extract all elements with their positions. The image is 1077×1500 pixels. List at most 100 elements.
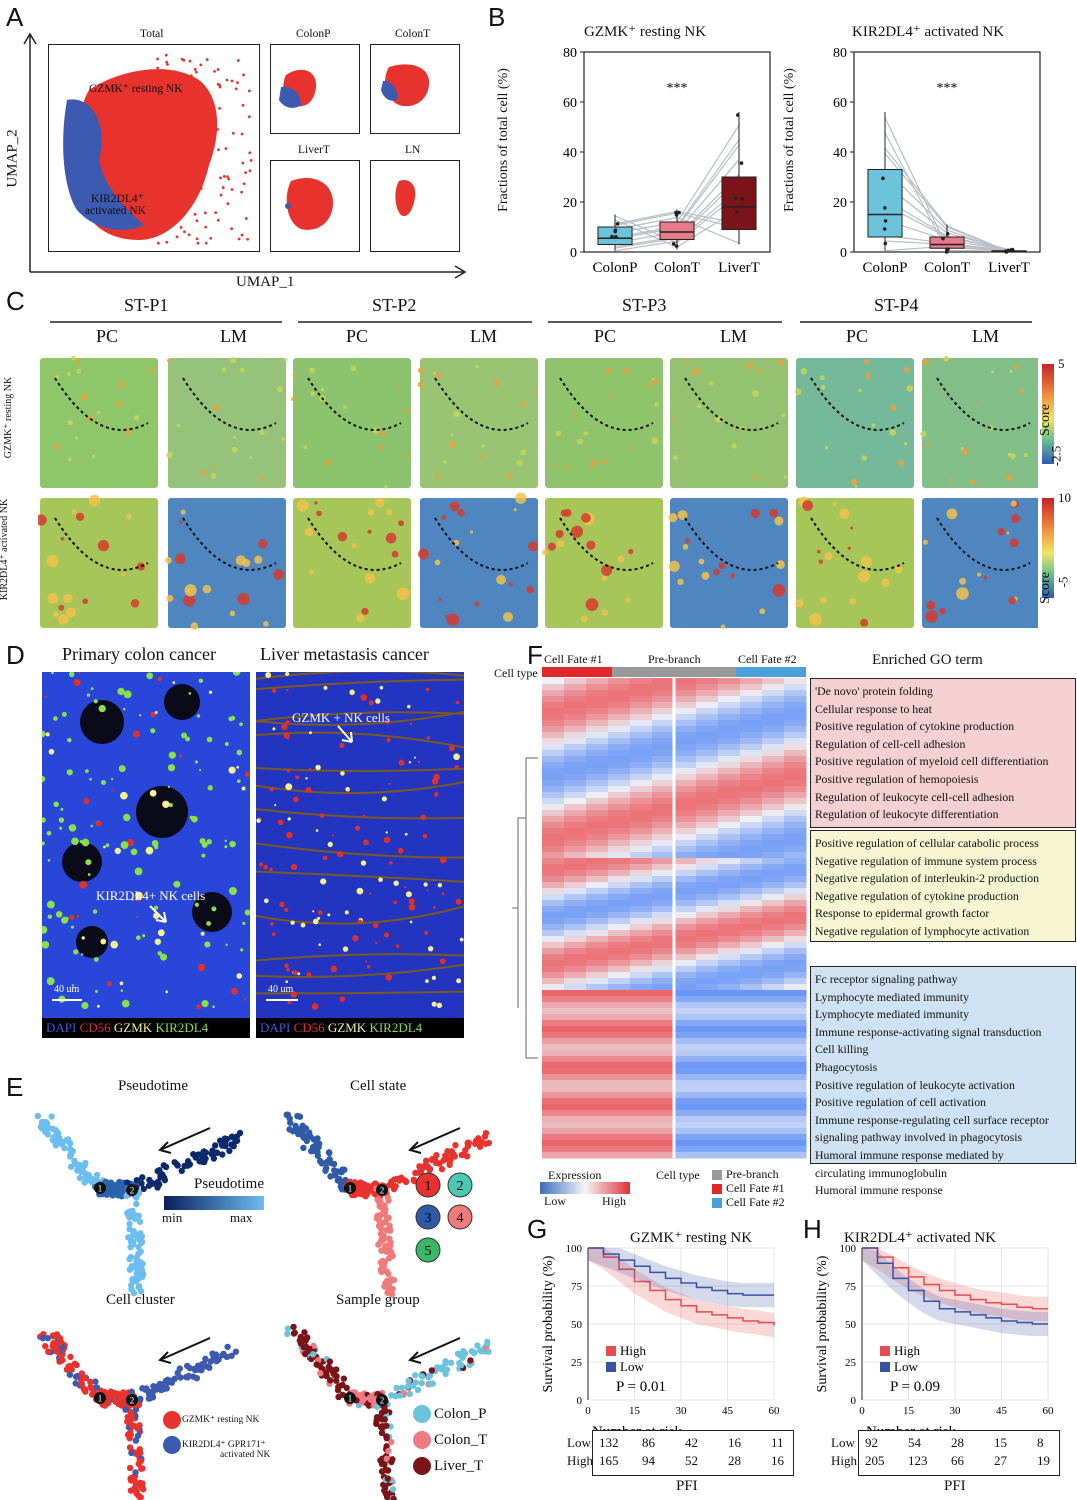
heatmap-cell (784, 822, 807, 829)
score-spot (1009, 538, 1019, 548)
score-spot (858, 388, 862, 393)
heatmap-cell (762, 738, 785, 745)
sample-point (739, 161, 744, 165)
score-spot (977, 572, 981, 577)
heatmap-cell (718, 942, 741, 949)
heatmap-cell (674, 1050, 697, 1057)
heatmap-cell (718, 696, 741, 703)
cell-point (287, 1119, 294, 1126)
tumor-boundary (810, 517, 905, 571)
signal-spot (211, 906, 217, 912)
panel-label-c: C (6, 286, 25, 316)
heatmap-cell (718, 852, 741, 859)
cell-point (376, 1199, 383, 1206)
heatmap-cell (586, 678, 609, 685)
signal-spot (424, 930, 429, 935)
heatmap-cell (740, 870, 763, 877)
heatmap-cell (740, 1134, 763, 1141)
heatmap-cell (696, 942, 719, 949)
cell-point (388, 1458, 395, 1466)
heatmap-cell (564, 1032, 587, 1039)
heatmap-cell (608, 1092, 631, 1099)
umap-colonp-frame (270, 44, 360, 134)
heatmap-cell (740, 1122, 763, 1129)
score-spot (47, 593, 59, 604)
score-spot (682, 544, 689, 550)
score-spot (258, 539, 268, 549)
state-legend-circle (447, 1204, 473, 1230)
cell-point (326, 1156, 333, 1163)
x-tick-label: ColonT (654, 260, 700, 276)
heatmap-cell (762, 1068, 785, 1075)
x-tick-label: LiverT (718, 260, 760, 276)
sample-point (941, 236, 945, 241)
survival-curve-low (588, 1247, 774, 1296)
signal-spot (172, 681, 176, 684)
heatmap-cell (608, 798, 631, 805)
umap-point (189, 150, 193, 154)
heatmap-cell (696, 744, 719, 751)
heatmap-cell (608, 912, 631, 919)
heatmap-cell (762, 774, 785, 781)
signal-spot (383, 836, 391, 844)
heatmap-cell (718, 990, 741, 997)
cell-point (149, 1389, 156, 1396)
heatmap-cell (696, 1116, 719, 1123)
y-tick-label: 0 (840, 246, 847, 261)
cell-point (335, 1393, 342, 1401)
tissue-pc-4: PC (846, 326, 869, 346)
cell-point (393, 1384, 400, 1392)
go-term: Positive regulation of cellular cataboli… (815, 836, 1039, 850)
score-spot (343, 405, 347, 409)
heatmap-cell (542, 1110, 565, 1117)
sample-point (614, 235, 618, 239)
score-spot (983, 575, 988, 580)
score-spot (564, 465, 569, 470)
heatmap-cell (542, 936, 565, 943)
heatmap-cell (542, 1140, 565, 1147)
cell-point (190, 1151, 197, 1158)
cell-point (152, 1384, 159, 1391)
heatmap-cell (608, 756, 631, 763)
heatmap-cell (542, 1086, 565, 1093)
heatmap-cell (784, 858, 807, 865)
heatmap-cell (674, 846, 697, 853)
score-spot (446, 613, 460, 626)
cell-point (467, 1357, 474, 1364)
cell-point (443, 1366, 451, 1373)
cell-point (137, 1457, 145, 1465)
score-spot (800, 367, 808, 375)
heatmap-cell (564, 1092, 587, 1099)
signal-spot (404, 832, 408, 836)
panel-label-d: D (6, 640, 25, 670)
direction-arrow (409, 1127, 461, 1151)
cell-point (385, 1447, 392, 1455)
go-term: signaling pathway involved in phagocytos… (815, 1130, 1023, 1145)
score-spot (750, 508, 760, 519)
score-spot (816, 549, 821, 554)
heatmap-cell (542, 804, 565, 811)
signal-spot (123, 813, 131, 822)
cell-point (114, 1192, 122, 1199)
tumor-boundary (559, 377, 654, 431)
heatmap-cell (542, 906, 565, 913)
signal-spot (453, 753, 460, 761)
umap-point (170, 128, 173, 132)
umap-point (217, 148, 220, 152)
umap-point (216, 82, 220, 86)
heatmap-cell (674, 984, 697, 991)
heatmap-cell (762, 786, 785, 793)
umap-point (155, 221, 159, 224)
heatmap-cell (674, 906, 697, 913)
heatmap-cell (586, 1134, 609, 1141)
branch-node (344, 1182, 356, 1194)
score-spot (746, 362, 753, 370)
umap-point (153, 123, 156, 127)
heatmap-cell (718, 1146, 741, 1153)
sample-point (671, 242, 676, 246)
cell-point (183, 1362, 191, 1370)
cell-point (411, 1372, 419, 1379)
signal-spot (293, 796, 299, 803)
cell-point (72, 1380, 79, 1387)
cell-point (163, 1385, 170, 1392)
